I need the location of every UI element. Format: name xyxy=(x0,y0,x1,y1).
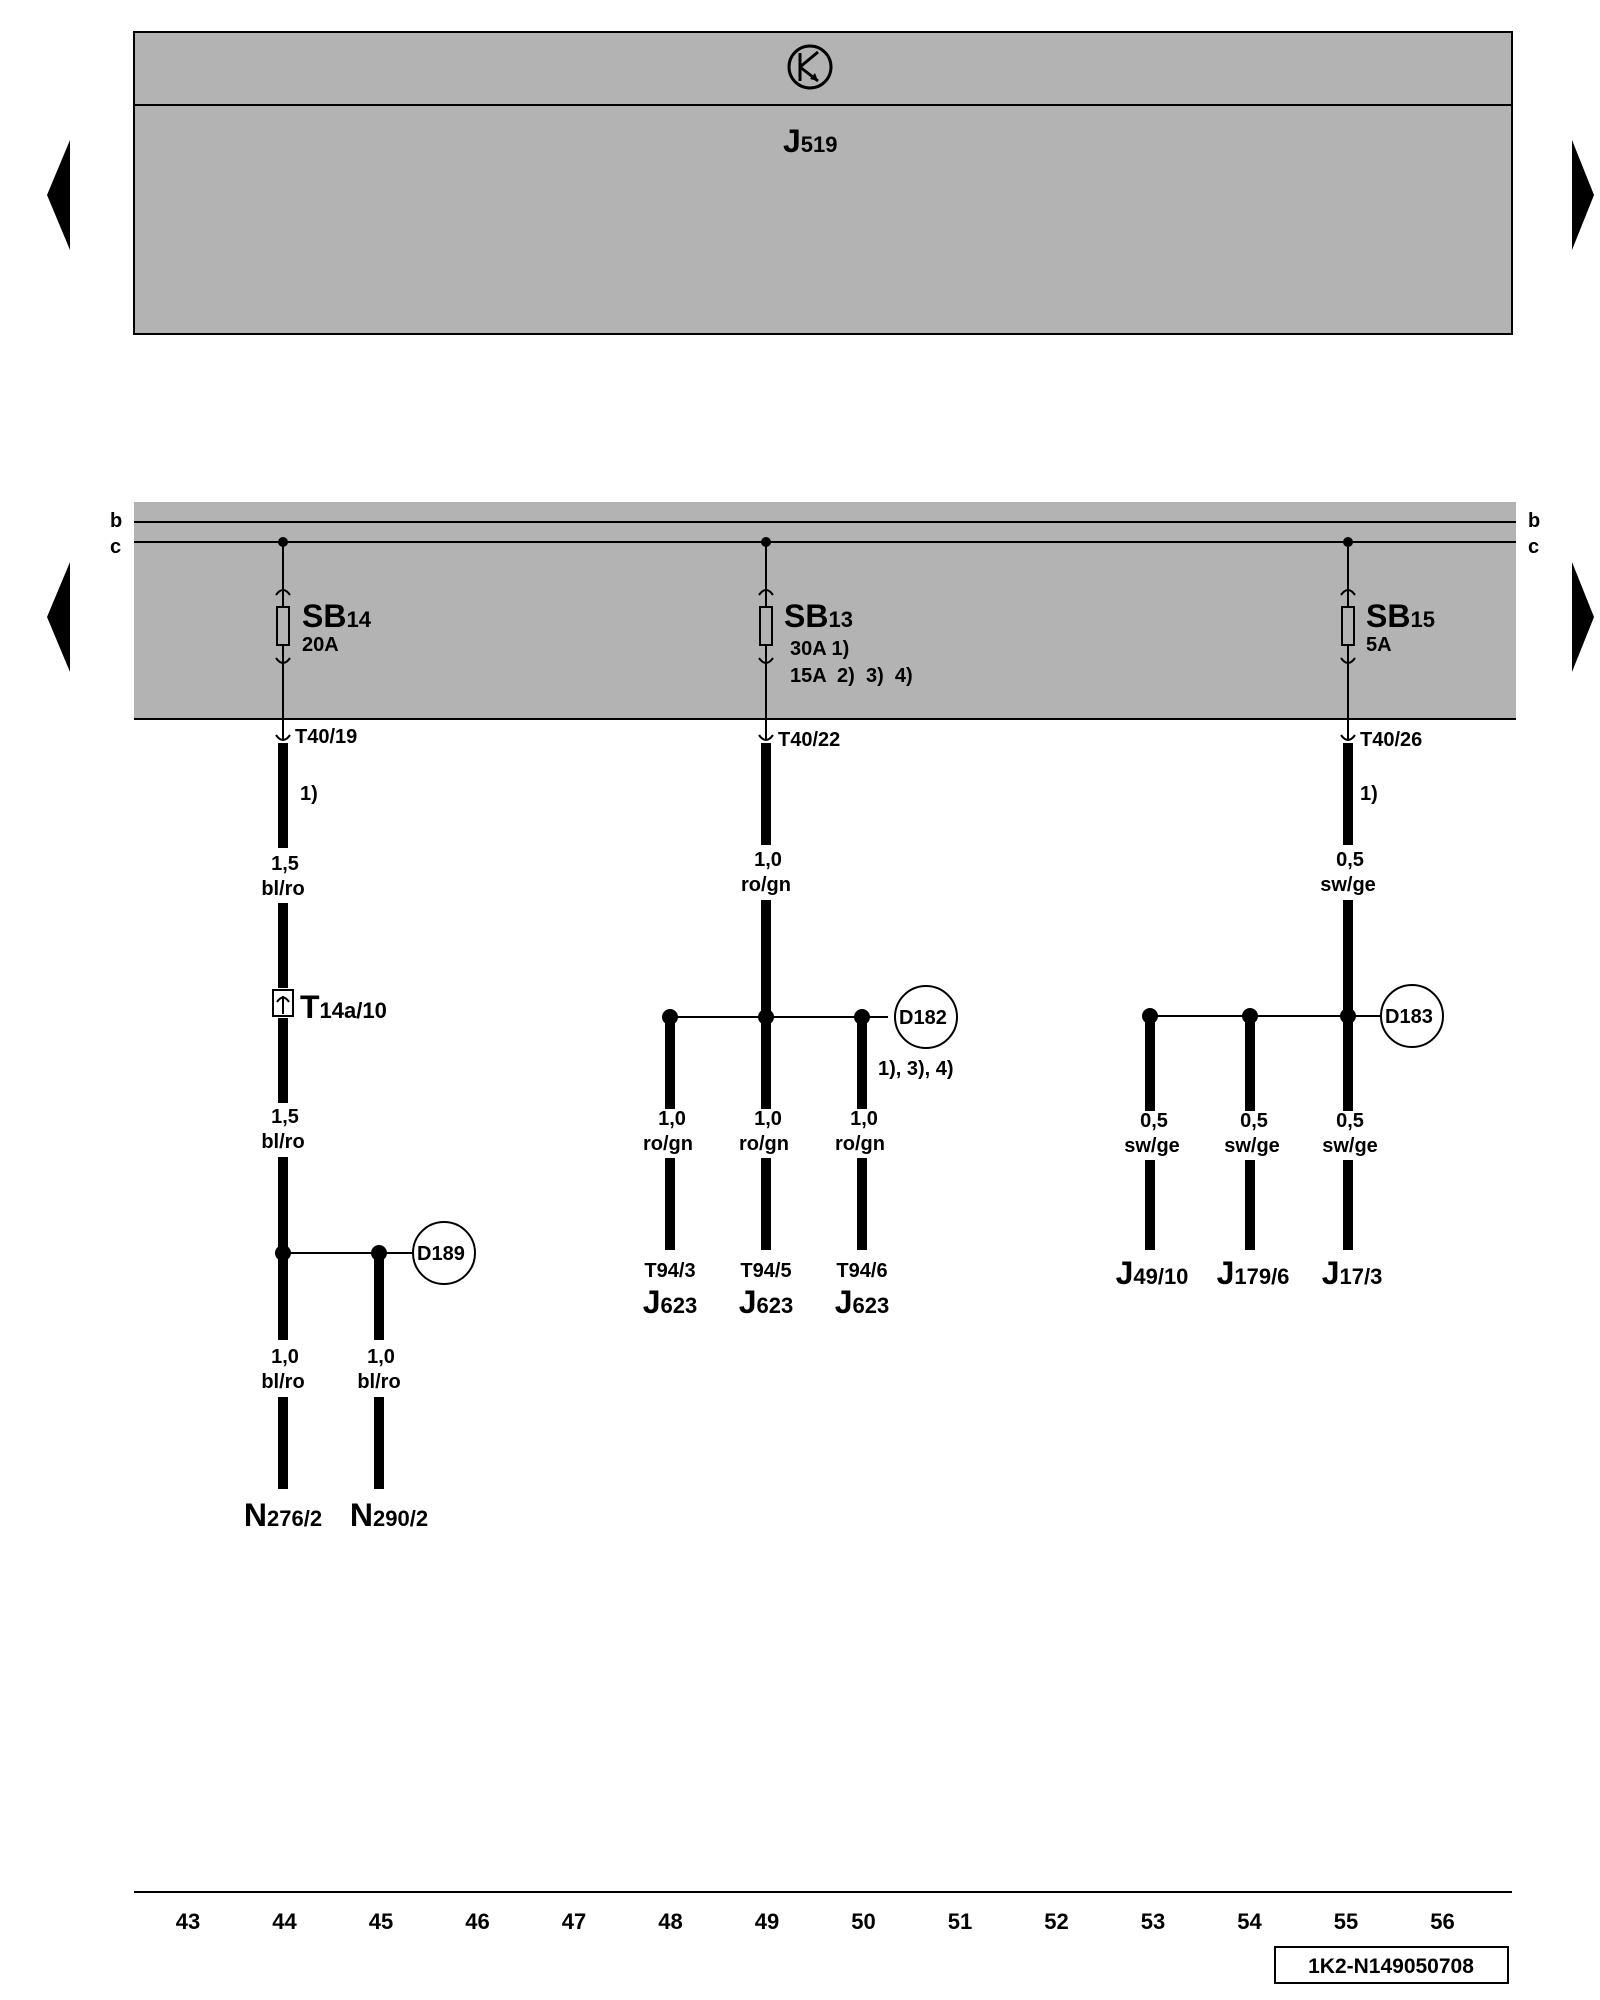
component-j17[interactable]: J17/3 xyxy=(1322,1255,1383,1291)
bus-label-c-right: c xyxy=(1528,536,1539,558)
branch-j623-pin3-color: ro/gn xyxy=(643,1133,693,1155)
diagram-code: 1K2-N149050708 xyxy=(1308,1955,1474,1978)
branch-j17: 0,5 sw/ge J17/3 xyxy=(1322,1016,1383,1291)
wire-sb15-size: 0,5 xyxy=(1336,849,1364,871)
column-number-50: 50 xyxy=(851,1909,875,1934)
column-number-51: 51 xyxy=(948,1909,972,1934)
fuse-sb13[interactable]: SB13 30A 1) 15A 2) 3) 4) T40/22 xyxy=(758,537,913,751)
component-j623-b[interactable]: J623 xyxy=(739,1284,794,1320)
component-j49[interactable]: J49/10 xyxy=(1116,1255,1189,1291)
column-number-54: 54 xyxy=(1237,1909,1262,1934)
branch-j623-pin3-pin: T94/3 xyxy=(644,1260,695,1282)
column-number-44: 44 xyxy=(272,1909,297,1934)
branch-j623-pin3-size: 1,0 xyxy=(658,1108,686,1130)
junction-d182-note: 1), 3), 4) xyxy=(878,1058,954,1080)
branch-j623-pin6-size: 1,0 xyxy=(850,1108,878,1130)
branch-n276-size: 1,0 xyxy=(271,1346,299,1368)
branch-n290: 1,0 bl/ro N290/2 xyxy=(350,1346,428,1533)
branch-j623-pin6: 1,0 ro/gn T94/6 J623 xyxy=(835,1017,890,1320)
bus-label-b-left: b xyxy=(110,510,122,532)
branch-j49-color: sw/ge xyxy=(1124,1135,1180,1157)
branch-j623-pin5-pin: T94/5 xyxy=(740,1260,791,1282)
nav-left-arrow-bottom[interactable] xyxy=(47,562,70,672)
wire-t14a-color: bl/ro xyxy=(261,1131,304,1153)
column-number-55: 55 xyxy=(1334,1909,1358,1934)
fuse-sb15-connector: T40/26 xyxy=(1360,729,1422,751)
fuse-sb15-rating: 5A xyxy=(1366,634,1392,656)
column-number-52: 52 xyxy=(1044,1909,1068,1934)
wire-sb14-note: 1) xyxy=(300,783,318,805)
wire-sb15-main: 1) 0,5 sw/ge xyxy=(1320,743,1378,1016)
branch-j623-pin5-size: 1,0 xyxy=(754,1108,782,1130)
column-number-53: 53 xyxy=(1141,1909,1165,1934)
fuse-sb14-rating: 20A xyxy=(302,634,339,656)
connector-t14a-label: T14a/10 xyxy=(300,989,387,1025)
diagram-code-box: 1K2-N149050708 xyxy=(1274,1946,1509,1984)
component-n290[interactable]: N290/2 xyxy=(350,1497,428,1533)
control-unit-label: J519 xyxy=(783,123,838,159)
fuse-sb13-rating-alt: 15A 2) 3) 4) xyxy=(790,665,913,687)
branch-j17-color: sw/ge xyxy=(1322,1135,1378,1157)
fuse-sb13-rating: 30A 1) xyxy=(790,638,849,660)
wire-sb15-note: 1) xyxy=(1360,783,1378,805)
fuse-panel: b c b c xyxy=(110,502,1540,720)
column-numbers: 43 44 45 46 47 48 49 50 51 52 53 54 55 56 xyxy=(176,1909,1455,1934)
column-number-46: 46 xyxy=(465,1909,489,1934)
column-number-45: 45 xyxy=(369,1909,393,1934)
junction-d182-label: D182 xyxy=(899,1007,947,1029)
branch-j179-color: sw/ge xyxy=(1224,1135,1280,1157)
bus-label-c-left: c xyxy=(110,536,121,558)
control-unit-j519: J519 xyxy=(133,31,1513,335)
column-number-49: 49 xyxy=(755,1909,779,1934)
branch-j623-pin3: 1,0 ro/gn T94/3 J623 xyxy=(643,1017,698,1320)
component-j623-a[interactable]: J623 xyxy=(643,1284,698,1320)
component-j623-c[interactable]: J623 xyxy=(835,1284,890,1320)
component-n276[interactable]: N276/2 xyxy=(244,1497,322,1533)
wire-sb13-main: 1,0 ro/gn xyxy=(741,743,791,1017)
wire-t14a-size: 1,5 xyxy=(271,1106,299,1128)
column-number-47: 47 xyxy=(562,1909,586,1934)
wire-sb13-color: ro/gn xyxy=(741,874,791,896)
fuse-sb14-label: SB14 xyxy=(302,598,372,634)
branch-n290-size: 1,0 xyxy=(367,1346,395,1368)
wire-sb14-size: 1,5 xyxy=(271,853,299,875)
nav-right-arrow-top[interactable] xyxy=(1572,140,1594,250)
branch-j623-pin6-color: ro/gn xyxy=(835,1133,885,1155)
branch-j623-pin6-pin: T94/6 xyxy=(836,1260,887,1282)
branch-j623-pin5: 1,0 ro/gn T94/5 J623 xyxy=(739,1017,794,1320)
fuse-sb13-connector: T40/22 xyxy=(778,729,840,751)
nav-left-arrow-top[interactable] xyxy=(47,140,70,250)
branch-j623-pin5-color: ro/gn xyxy=(739,1133,789,1155)
column-number-48: 48 xyxy=(658,1909,682,1934)
branch-j49: 0,5 sw/ge J49/10 xyxy=(1116,1016,1189,1291)
junction-d183[interactable]: D183 xyxy=(1142,984,1444,1048)
column-number-56: 56 xyxy=(1430,1909,1454,1934)
fuse-sb14-connector: T40/19 xyxy=(295,726,357,748)
branch-n276-color: bl/ro xyxy=(261,1371,304,1393)
nav-right-arrow-bottom[interactable] xyxy=(1572,562,1594,672)
branch-j179: 0,5 sw/ge J179/6 xyxy=(1217,1016,1290,1291)
branch-n290-color: bl/ro xyxy=(357,1371,400,1393)
junction-d189[interactable]: D189 xyxy=(275,1221,476,1285)
connector-t14a[interactable]: T14a/10 xyxy=(272,989,387,1025)
junction-d183-label: D183 xyxy=(1385,1006,1433,1028)
wire-sb14-color: bl/ro xyxy=(261,878,304,900)
bus-label-b-right: b xyxy=(1528,510,1540,532)
wire-sb15-color: sw/ge xyxy=(1320,874,1376,896)
wire-sb13-size: 1,0 xyxy=(754,849,782,871)
junction-d182[interactable]: D182 1), 3), 4) xyxy=(662,985,958,1080)
fuse-sb15[interactable]: SB15 5A T40/26 xyxy=(1340,537,1435,751)
fuse-sb15-label: SB15 xyxy=(1366,598,1435,634)
branch-j179-size: 0,5 xyxy=(1240,1110,1268,1132)
branch-j17-size: 0,5 xyxy=(1336,1110,1364,1132)
fuse-sb14[interactable]: SB14 20A T40/19 xyxy=(275,537,372,748)
branch-n276: 1,0 bl/ro N276/2 xyxy=(244,1346,322,1533)
control-unit-icon xyxy=(787,44,833,90)
junction-d189-label: D189 xyxy=(417,1243,465,1265)
column-number-43: 43 xyxy=(176,1909,200,1934)
branch-j49-size: 0,5 xyxy=(1140,1110,1168,1132)
component-j179[interactable]: J179/6 xyxy=(1217,1255,1290,1291)
fuse-sb13-label: SB13 xyxy=(784,598,853,634)
